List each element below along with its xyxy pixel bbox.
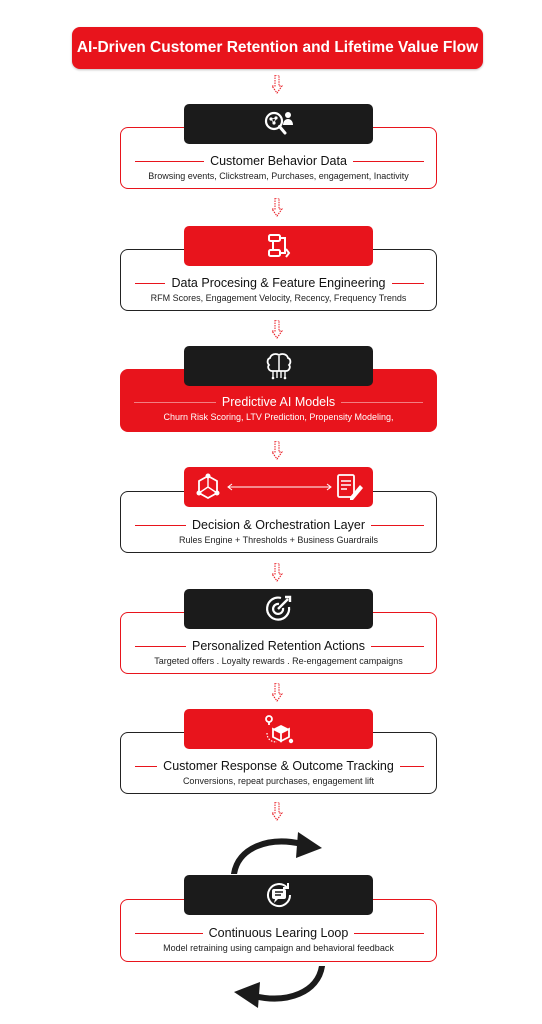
network-and-document-icon <box>196 473 363 500</box>
step-title: Customer Response & Outcome Tracking <box>157 759 400 773</box>
step-icon-box <box>184 104 373 144</box>
step-title: Customer Behavior Data <box>204 154 353 168</box>
step-title: Predictive AI Models <box>215 395 342 409</box>
down-arrow-icon <box>271 75 283 94</box>
step-icon-box <box>184 467 373 507</box>
step-description: RFM Scores, Engagement Velocity, Recency… <box>150 293 407 303</box>
step-description: Churn Risk Scoring, LTV Prediction, Prop… <box>163 412 394 422</box>
step-customer-response: Customer Response & Outcome Tracking Con… <box>120 732 437 794</box>
down-arrow-icon <box>271 320 283 339</box>
step-title: Data Procesing & Feature Engineering <box>165 276 392 290</box>
step-icon-box <box>184 875 373 915</box>
step-data-processing: Data Procesing & Feature Engineering RFM… <box>120 249 437 311</box>
step-description: Conversions, repeat purchases, engagemen… <box>182 776 375 786</box>
flow-title: AI-Driven Customer Retention and Lifetim… <box>72 27 483 69</box>
step-description: Model retraining using campaign and beha… <box>163 943 394 953</box>
step-icon-box <box>184 226 373 266</box>
search-user-icon <box>264 111 293 135</box>
step-title: Continuous Learing Loop <box>202 926 355 940</box>
loop-arrow-bottom-icon <box>234 966 325 1008</box>
down-arrow-icon <box>271 563 283 582</box>
ai-brain-icon <box>266 353 291 380</box>
down-arrow-icon <box>271 198 283 217</box>
step-description: Targeted offers . Loyalty rewards . Re-e… <box>154 656 403 666</box>
down-arrow-icon <box>271 802 283 821</box>
step-icon-box <box>184 589 373 629</box>
down-arrow-icon <box>271 683 283 702</box>
step-title: Personalized Retention Actions <box>185 639 372 653</box>
target-icon <box>265 595 291 621</box>
step-description: Browsing events, Clickstream, Purchases,… <box>148 171 409 181</box>
chat-feedback-icon <box>266 883 291 907</box>
step-description: Rules Engine + Thresholds + Business Gua… <box>179 535 378 545</box>
workflow-icon <box>267 234 290 258</box>
step-icon-box <box>184 346 373 386</box>
step-icon-box <box>184 709 373 749</box>
step-title: Decision & Orchestration Layer <box>186 518 371 532</box>
delivery-box-icon <box>264 715 293 744</box>
down-arrow-icon <box>271 441 283 460</box>
loop-arrow-top-icon <box>231 832 322 874</box>
